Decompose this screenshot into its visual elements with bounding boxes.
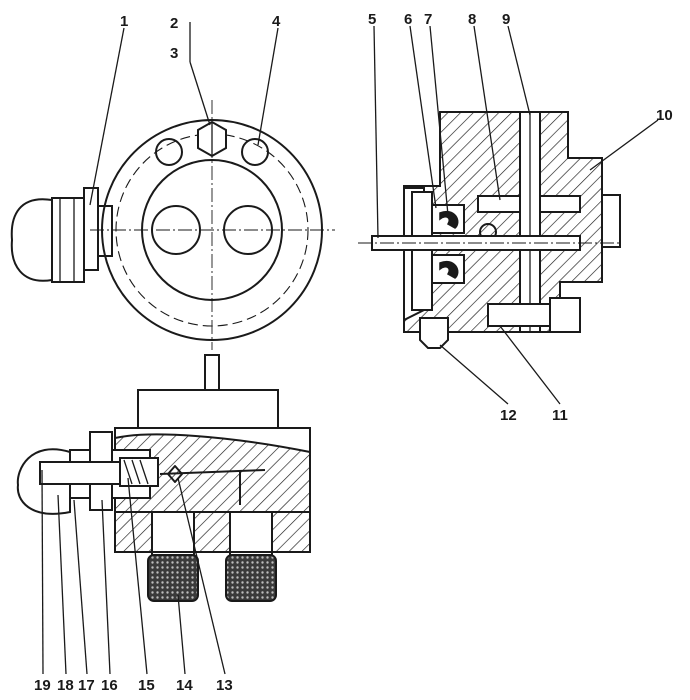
callout-5: 5 [368,11,376,28]
callout-9: 9 [502,11,510,28]
callout-15: 15 [138,677,155,694]
callout-1: 1 [120,13,128,30]
callout-3: 3 [170,45,178,62]
end-view-cap [10,187,113,283]
side-view [16,354,311,602]
callout-6: 6 [404,11,412,28]
callout-8: 8 [468,11,476,28]
leader-lines [41,22,659,675]
end-view-body [90,100,335,350]
callout-16: 16 [101,677,118,694]
callout-12: 12 [500,407,517,424]
callout-4: 4 [272,13,281,30]
section-view [358,111,621,349]
callout-7: 7 [424,11,432,28]
callout-17: 17 [78,677,95,694]
callout-10: 10 [656,107,673,124]
callout-18: 18 [57,677,74,694]
end-view [10,100,335,350]
callout-19: 19 [34,677,51,694]
callout-13: 13 [216,677,233,694]
callout-14: 14 [176,677,193,694]
callout-11: 11 [552,407,568,424]
callout-labels: 1 2 3 4 5 6 7 8 9 10 11 12 13 14 15 16 1… [34,11,673,694]
callout-2: 2 [170,15,178,32]
